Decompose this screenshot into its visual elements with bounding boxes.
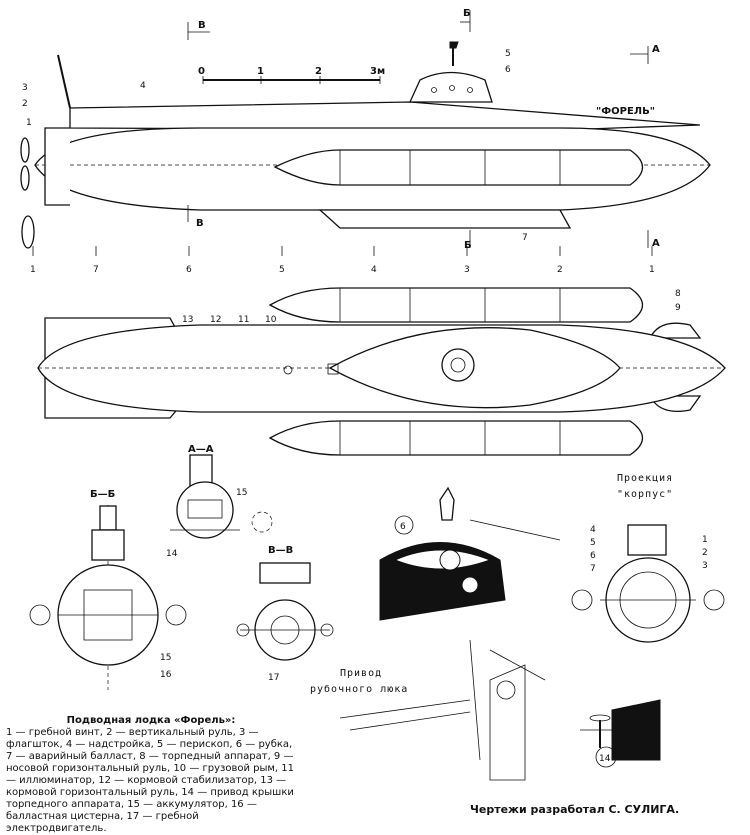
proj-callout-3: 3: [702, 561, 708, 571]
callout-12: 12: [210, 315, 221, 325]
section-title-bb: Б—Б: [90, 489, 115, 500]
callout-14: 14: [166, 549, 178, 559]
callout-5: 5: [505, 49, 511, 59]
detail-conning-tower: 6: [379, 486, 561, 621]
hatch-top: [441, 348, 475, 382]
side-view: В Б А 0 1 2 3м "ФОРЕЛЬ": [20, 8, 711, 251]
callout-8: 8: [675, 289, 681, 299]
section-v-v: В—В 17: [236, 545, 334, 683]
frame-number: 7: [93, 265, 99, 275]
superstructure: [69, 101, 701, 131]
callout-2: 2: [22, 99, 28, 109]
callout-10: 10: [265, 315, 277, 325]
periscope-detail: [439, 486, 455, 521]
boat-name: "ФОРЕЛЬ": [596, 106, 655, 117]
emergency-ballast: [318, 209, 572, 229]
deck-superstructure: [328, 327, 621, 409]
proj-callout-4: 4: [590, 525, 596, 535]
callout-6: 6: [505, 65, 511, 75]
proj-callout-6: 6: [590, 551, 596, 561]
proj-callout-5: 5: [590, 538, 596, 548]
callout-11: 11: [238, 315, 249, 325]
section-mark-v-bottom: В: [196, 218, 204, 229]
lifting-eye-icon: [327, 363, 339, 375]
frame-number: 1: [30, 265, 36, 275]
callout-16: 16: [160, 670, 172, 680]
frame-number: 5: [279, 265, 285, 275]
detail-14-label: 14: [599, 754, 611, 764]
projection-body: Проекция "корпус" 4 5 6 7 1 2 3: [571, 473, 725, 643]
frame-numbers: 1 7 6 5 4 3 2 1: [30, 246, 655, 275]
section-mark-b-top: Б: [463, 8, 471, 19]
frame-number: 4: [371, 265, 377, 275]
detail-torpedo-cap-drive: 14: [580, 699, 661, 768]
legend-title: Подводная лодка «Форель»:: [66, 715, 236, 726]
scale-tick-3: 3м: [370, 66, 385, 77]
callout-3: 3: [22, 83, 28, 93]
section-mark-b-bottom: Б: [464, 240, 472, 251]
proj-callout-7: 7: [590, 564, 596, 574]
frame-number: 2: [557, 265, 563, 275]
propeller-blade-bottom: [20, 165, 30, 191]
conning-tower: [408, 71, 493, 103]
callout-1: 1: [26, 118, 32, 128]
torpedo-tube-top-lower: [268, 420, 644, 456]
vertical-rudder: [44, 127, 70, 206]
propeller-blade-top: [20, 137, 30, 163]
top-view: 13 12 11 10 8 9: [37, 287, 726, 456]
torpedo-cap: [611, 699, 661, 761]
scale-bar: 0 1 2 3м: [198, 66, 385, 84]
bow-rudder-upper: [648, 322, 702, 339]
credit: Чертежи разработал С. СУЛИГА.: [470, 803, 680, 816]
callout-15-bb: 15: [160, 653, 171, 663]
frame-number: 1: [649, 265, 655, 275]
porthole-icon: [283, 365, 293, 375]
section-title-aa: А—А: [188, 444, 214, 455]
frame-number: 3: [464, 265, 470, 275]
projection-label-1: Проекция: [617, 473, 673, 484]
section-mark-v-top: В: [198, 20, 206, 31]
scale-tick-0: 0: [198, 66, 205, 77]
callout-17: 17: [268, 673, 279, 683]
section-title-vv: В—В: [268, 545, 293, 556]
callout-4: 4: [140, 81, 146, 91]
detail-6-label: 6: [400, 522, 406, 532]
flagstaff: [57, 54, 71, 109]
proj-callout-2: 2: [702, 548, 708, 558]
callout-7: 7: [522, 233, 528, 243]
section-b-b: Б—Б 15 16: [29, 489, 187, 690]
hatch-drive-detail: Привод рубочного люка: [310, 639, 546, 781]
hatch-label-2: рубочного люка: [310, 683, 408, 695]
scale-tick-2: 2: [315, 66, 322, 77]
section-mark-a-top: А: [652, 44, 660, 55]
torpedo-tube-top-upper: [268, 287, 644, 323]
projection-label-2: "корпус": [617, 489, 673, 500]
proj-callout-1: 1: [702, 535, 708, 545]
hatch-label-1: Привод: [340, 668, 382, 679]
callout-15-aa: 15: [236, 488, 247, 498]
callout-9: 9: [675, 303, 681, 313]
legend: Подводная лодка «Форель»: 1 — гребной ви…: [6, 715, 296, 835]
legend-text: 1 — гребной винт, 2 — вертикальный руль,…: [6, 727, 295, 834]
torpedo-tube-side: [273, 149, 644, 186]
propeller-front: [21, 215, 35, 249]
section-mark-a-bottom: А: [652, 238, 660, 249]
section-a-a: А—А 15 14: [166, 444, 273, 559]
callout-13: 13: [182, 315, 193, 325]
frame-number: 6: [186, 265, 192, 275]
scale-tick-1: 1: [257, 66, 264, 77]
